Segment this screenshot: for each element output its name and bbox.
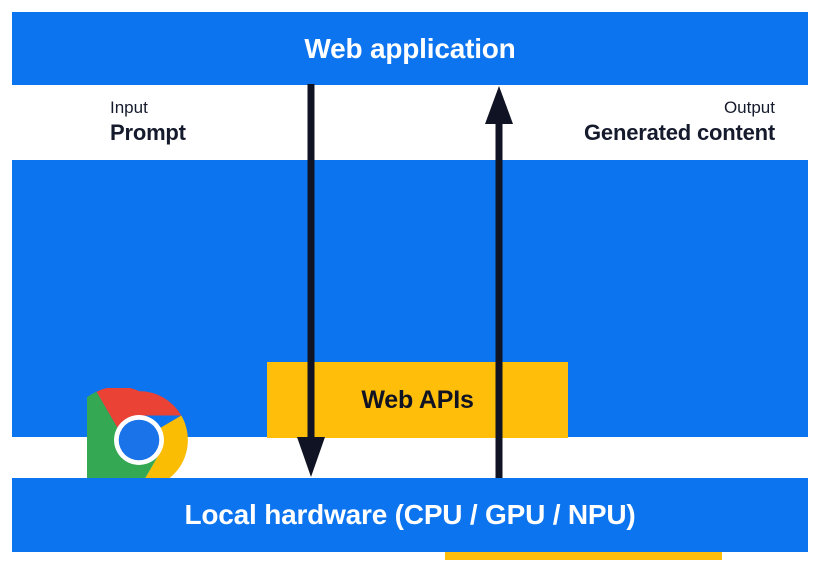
band-browser: Browser Web APIs Built-in models and run… — [12, 160, 808, 560]
chrome-logo-icon — [87, 388, 188, 492]
band-web-application-label: Web application — [304, 32, 516, 64]
arrow-down-icon — [297, 84, 325, 477]
flow-output-kind: Output — [723, 98, 775, 117]
flow-input-kind: Input — [110, 98, 148, 117]
browser-badge: Browser — [74, 388, 204, 529]
box-web-apis-label: Web APIs — [361, 385, 474, 414]
flow-label-output: Output Generated content — [584, 98, 775, 146]
box-web-apis: Web APIs — [267, 362, 568, 438]
band-local-hardware: Local hardware (CPU / GPU / NPU) — [12, 478, 808, 552]
arrow-up-icon — [485, 86, 513, 478]
flow-label-input: Input Prompt — [110, 98, 186, 146]
band-local-hardware-label: Local hardware (CPU / GPU / NPU) — [184, 499, 636, 530]
flow-output-value: Generated content — [584, 120, 775, 146]
band-web-application: Web application — [12, 12, 808, 85]
flow-input-value: Prompt — [110, 120, 186, 146]
